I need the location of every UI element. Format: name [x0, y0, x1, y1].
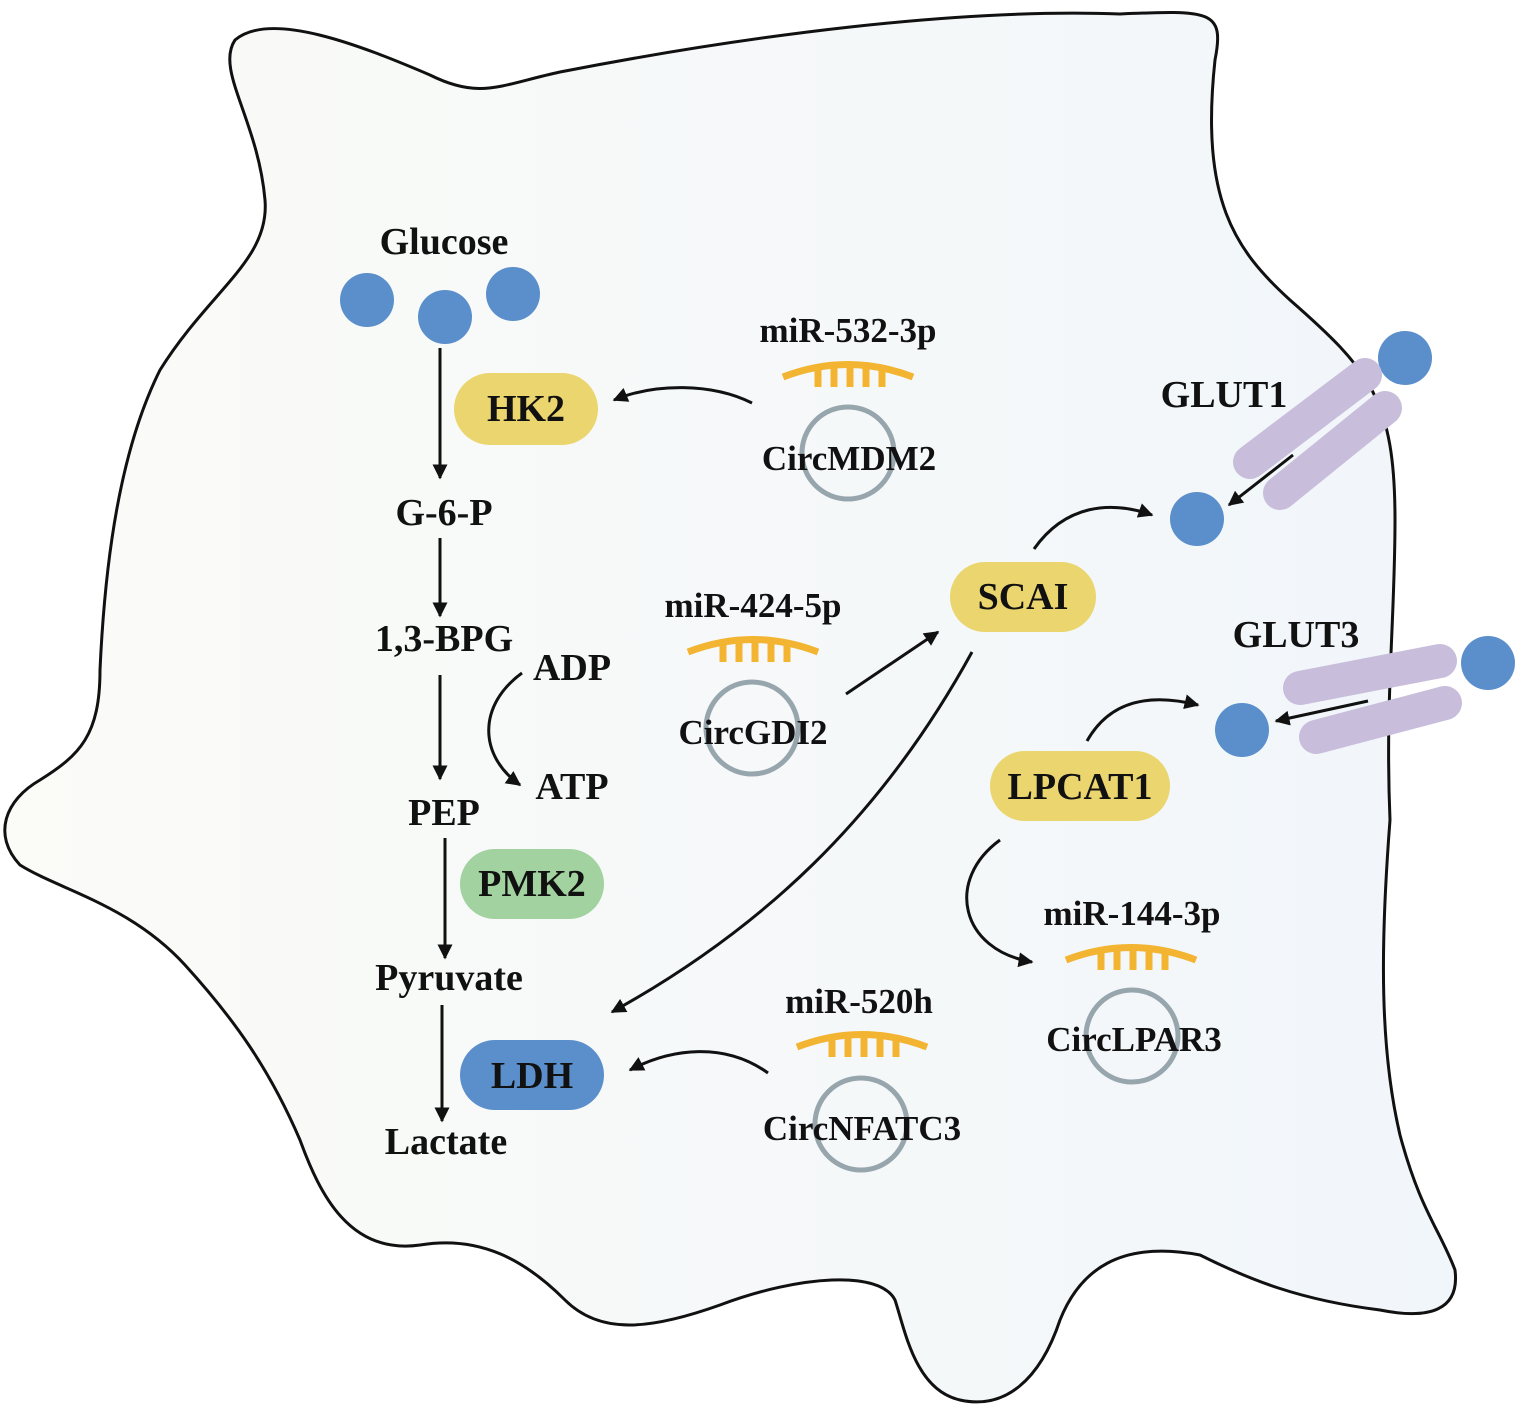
ldh-label: LDH: [491, 1055, 573, 1097]
lactate-label: Lactate: [385, 1121, 507, 1163]
pmk2-pill: [460, 849, 604, 919]
cell-membrane: [3, 10, 1458, 1404]
lpcat1-label: LPCAT1: [1008, 766, 1153, 808]
glut3-transporter: [1283, 644, 1462, 754]
glucose-dot: [418, 290, 472, 344]
mirna-icon: [1064, 944, 1198, 970]
g6p-label: G-6-P: [395, 492, 492, 534]
hk2-label: HK2: [487, 388, 565, 430]
glucose-dot: [1170, 492, 1224, 546]
mirna-icon: [686, 636, 820, 662]
circlpar3-label: CircLPAR3: [1046, 1020, 1222, 1059]
mir532-label: miR-532-3p: [760, 311, 937, 350]
glut1-transporter: [1233, 358, 1402, 510]
glucose-dot: [1461, 636, 1515, 690]
glucose-dot: [1215, 703, 1269, 757]
pathway-arrows: [432, 348, 1369, 1123]
circlpar3-ring: [1083, 987, 1181, 1085]
hk2-pill: [454, 373, 598, 445]
pmk2-label: PMK2: [478, 863, 586, 905]
bpg-label: 1,3-BPG: [375, 618, 513, 660]
circgdi2-ring: [703, 679, 801, 777]
pyruvate-label: Pyruvate: [375, 957, 523, 999]
glucose-dot: [1378, 331, 1432, 385]
mirna-icon: [781, 361, 915, 387]
glut1-label: GLUT1: [1161, 374, 1288, 416]
adp-label: ADP: [533, 647, 611, 689]
glucose-molecules: [340, 267, 1515, 757]
circmdm2-label: CircMDM2: [762, 439, 936, 478]
circmdm2-ring: [799, 404, 897, 502]
mir144-label: miR-144-3p: [1044, 894, 1221, 933]
circrna-icon: [703, 404, 1181, 1173]
pep-label: PEP: [408, 792, 480, 834]
circgdi2-label: CircGDI2: [678, 713, 827, 752]
glucose-dot: [486, 267, 540, 321]
glucose-label: Glucose: [380, 221, 509, 263]
ldh-pill: [460, 1040, 604, 1110]
circnfatc3-ring: [812, 1075, 910, 1173]
scai-label: SCAI: [978, 576, 1069, 618]
scai-pill: [950, 562, 1096, 632]
glut3-label: GLUT3: [1233, 614, 1360, 656]
circnfatc3-label: CircNFATC3: [763, 1109, 961, 1148]
lpcat1-pill: [990, 751, 1170, 821]
mir520-label: miR-520h: [785, 982, 933, 1021]
atp-label: ATP: [535, 766, 608, 808]
glucose-dot: [340, 273, 394, 327]
mirna-icon: [795, 1031, 929, 1057]
mir424-label: miR-424-5p: [665, 586, 842, 625]
